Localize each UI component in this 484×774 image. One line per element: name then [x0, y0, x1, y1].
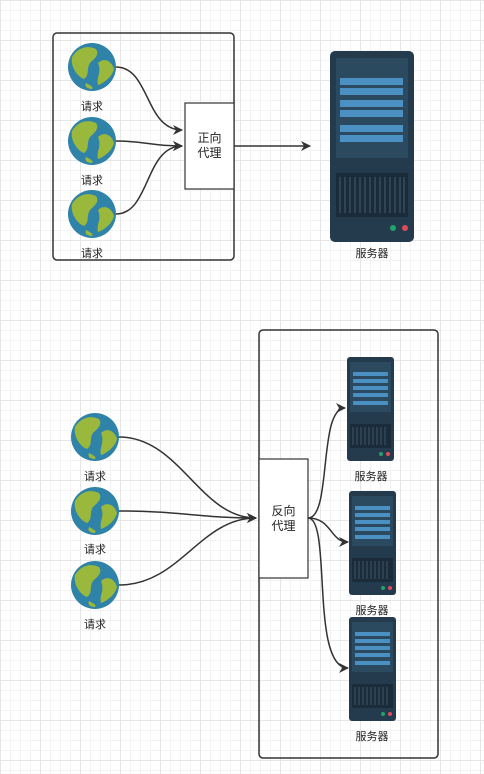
globe-icon	[68, 190, 116, 238]
request-label: 请求	[81, 100, 103, 113]
globe-icon	[71, 487, 119, 535]
globe-icon	[71, 561, 119, 609]
server-icon	[349, 617, 396, 721]
request-arrow	[118, 436, 257, 523]
request-arrow	[115, 140, 183, 151]
globe-icon	[68, 43, 116, 91]
server-icon	[347, 357, 394, 461]
server-label: 服务器	[355, 604, 389, 617]
request-label: 请求	[81, 174, 103, 187]
request-label: 请求	[84, 618, 106, 631]
server-icon	[330, 51, 414, 242]
reverse-proxy-label: 反向 代理	[259, 504, 308, 534]
server-label: 服务器	[355, 247, 389, 260]
request-arrow	[115, 141, 183, 215]
request-label: 请求	[84, 543, 106, 556]
globe-icon	[71, 413, 119, 461]
request-arrow	[118, 510, 257, 523]
proxy-to-server-arrow	[307, 517, 349, 673]
reverse-proxy-label-line2: 代理	[271, 519, 296, 533]
request-arrow	[118, 513, 257, 586]
server-icon	[349, 491, 396, 595]
proxy-to-server-arrow	[307, 403, 346, 519]
globe-icon	[68, 117, 116, 165]
forward-proxy-label-line2: 代理	[197, 146, 222, 160]
forward-proxy-label: 正向 代理	[185, 131, 234, 161]
request-arrow	[115, 66, 183, 135]
server-label: 服务器	[355, 730, 389, 743]
forward-proxy-box	[184, 102, 235, 190]
proxy-to-server-arrow	[307, 517, 349, 547]
reverse-proxy-label-line1: 反向	[271, 504, 296, 518]
server-label: 服务器	[354, 470, 388, 483]
request-label: 请求	[81, 247, 103, 260]
request-label: 请求	[84, 470, 106, 483]
reverse-proxy-box	[258, 458, 309, 579]
forward-proxy-label-line1: 正向	[197, 131, 222, 145]
